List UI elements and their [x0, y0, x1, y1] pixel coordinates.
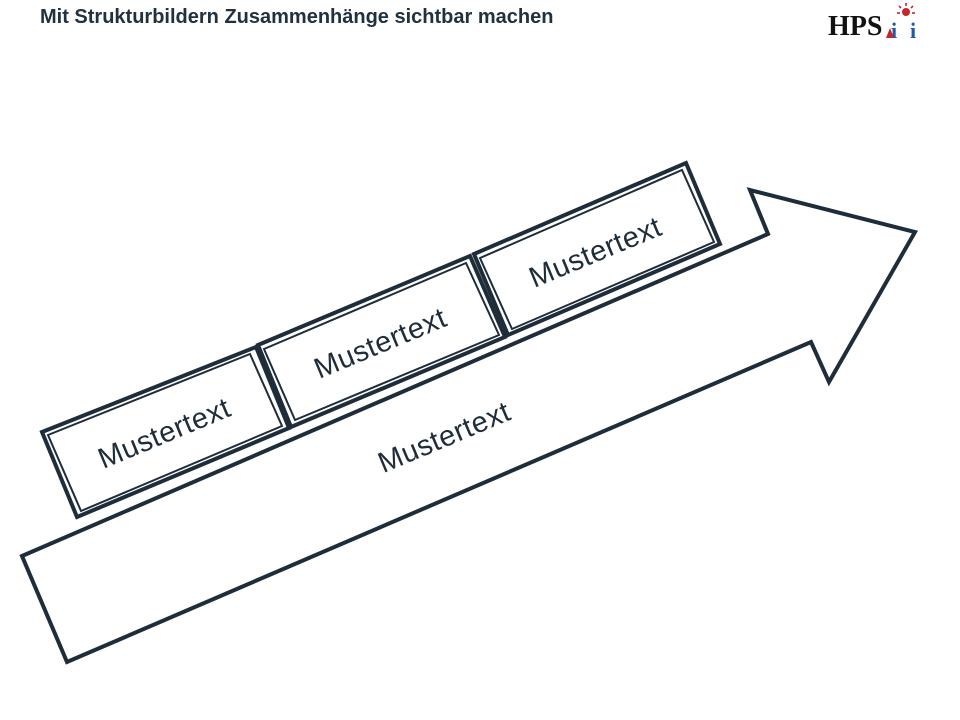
box-2: Mustertext — [255, 253, 508, 430]
logo-text: HPS — [828, 11, 882, 42]
slide-title: Mit Strukturbildern Zusammenhänge sichtb… — [40, 6, 554, 28]
box-2-shape — [255, 253, 508, 430]
logo-mark-icon: i i — [886, 3, 916, 42]
logo-mark-text: i — [891, 18, 897, 42]
hps-logo: HPS i i — [828, 3, 916, 42]
svg-text:i: i — [910, 18, 916, 42]
box-3-shape — [471, 160, 723, 338]
box-1-shape — [39, 344, 292, 520]
main-arrow: Mustertext — [19, 187, 919, 665]
main-arrow-shape — [19, 187, 919, 665]
box-3: Mustertext — [471, 160, 723, 338]
box-1: Mustertext — [39, 344, 292, 520]
